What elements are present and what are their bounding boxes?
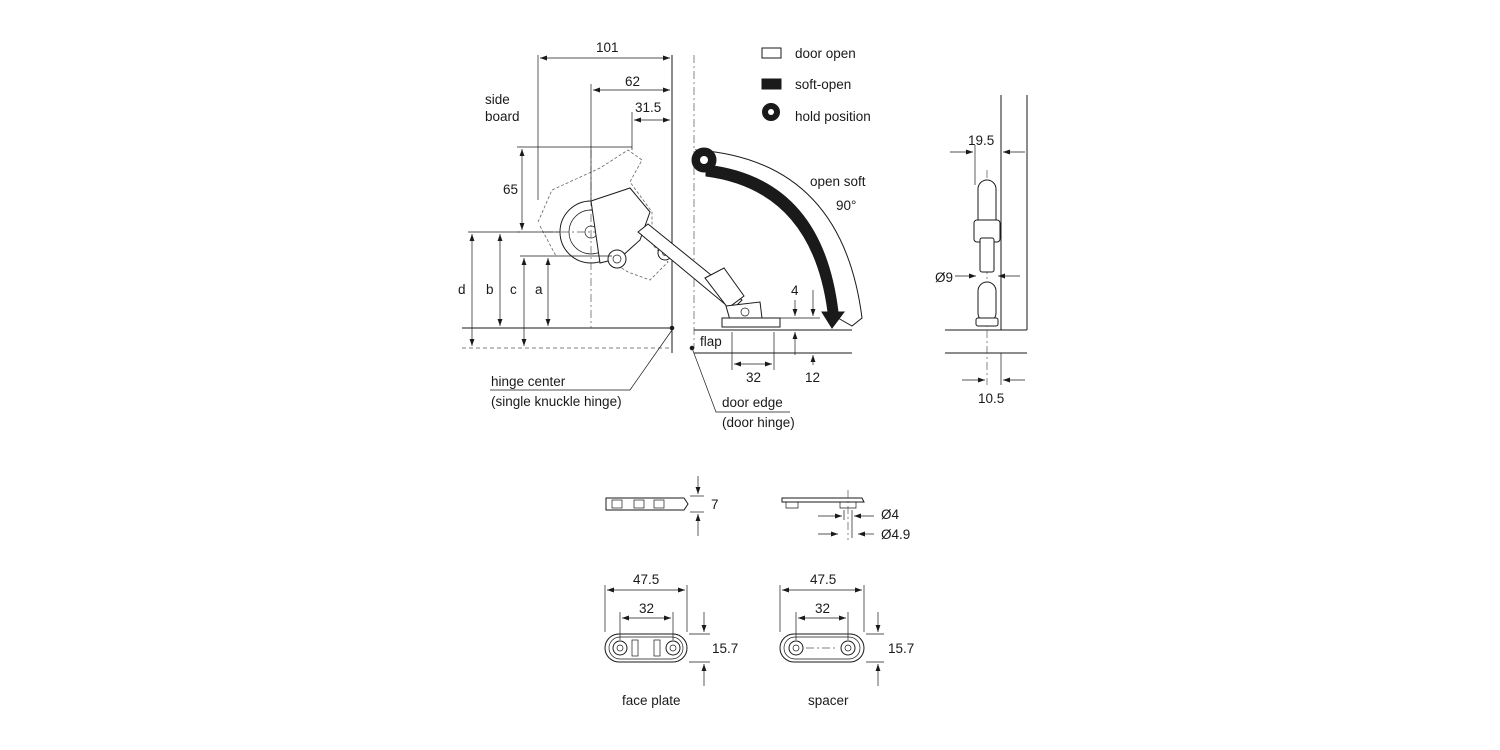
main-side-view — [462, 55, 863, 354]
dim-31-5: 31.5 — [635, 100, 661, 115]
dim-12: 12 — [805, 370, 820, 385]
fp-dim-32: 32 — [639, 601, 654, 616]
face-plate-top-view: 47.5 32 15.7 face plate — [604, 572, 738, 708]
legend-hold-position: hold position — [795, 109, 871, 124]
open-soft-label: open soft — [810, 174, 866, 189]
spacer-side-view: Ø4 Ø4.9 — [781, 490, 910, 542]
dim-101: 101 — [596, 40, 619, 55]
spacer-top-view: 47.5 32 15.7 spacer — [779, 572, 914, 708]
hinge-center-label-2: (single knuckle hinge) — [491, 394, 622, 409]
dim-32-main: 32 — [746, 370, 761, 385]
dim-10-5: 10.5 — [978, 391, 1004, 406]
side-board-label-1: side — [485, 92, 510, 107]
dim-7: 7 — [711, 497, 719, 512]
flap-label: flap — [700, 334, 722, 349]
main-labels: side board flap open soft 90° hinge cent… — [485, 92, 866, 430]
dim-19-5: 19.5 — [968, 133, 994, 148]
angle-label: 90° — [836, 198, 856, 213]
dim-c: c — [510, 282, 517, 297]
sp-dim-32: 32 — [815, 601, 830, 616]
door-edge-label-1: door edge — [722, 395, 783, 410]
sp-dim-47-5: 47.5 — [810, 572, 836, 587]
dim-dia4-9: Ø4.9 — [881, 527, 910, 542]
fp-dim-15-7: 15.7 — [712, 641, 738, 656]
face-plate-side-view: 7 — [605, 476, 719, 536]
door-edge-label-2: (door hinge) — [722, 415, 795, 430]
legend: door open soft-open hold position — [761, 46, 871, 124]
side-board-label-2: board — [485, 109, 520, 124]
dim-62: 62 — [625, 74, 640, 89]
main-dimensions: 101 62 31.5 65 d b c a 4 12 32 — [458, 40, 820, 385]
front-view: 19.5 Ø9 10.5 — [935, 95, 1028, 406]
soft-open-swatch — [761, 78, 782, 90]
hinge-center-label-1: hinge center — [491, 374, 566, 389]
dim-a: a — [535, 282, 543, 297]
dim-d: d — [458, 282, 466, 297]
door-open-swatch — [761, 47, 782, 59]
dim-4: 4 — [791, 283, 799, 298]
legend-soft-open: soft-open — [795, 77, 851, 92]
legend-door-open: door open — [795, 46, 856, 61]
dim-b: b — [486, 282, 494, 297]
sp-dim-15-7: 15.7 — [888, 641, 914, 656]
spacer-label: spacer — [808, 693, 849, 708]
dim-dia4: Ø4 — [881, 507, 900, 522]
dim-65: 65 — [503, 182, 518, 197]
dim-dia9: Ø9 — [935, 270, 953, 285]
face-plate-label: face plate — [622, 693, 681, 708]
fp-dim-47-5: 47.5 — [633, 572, 659, 587]
